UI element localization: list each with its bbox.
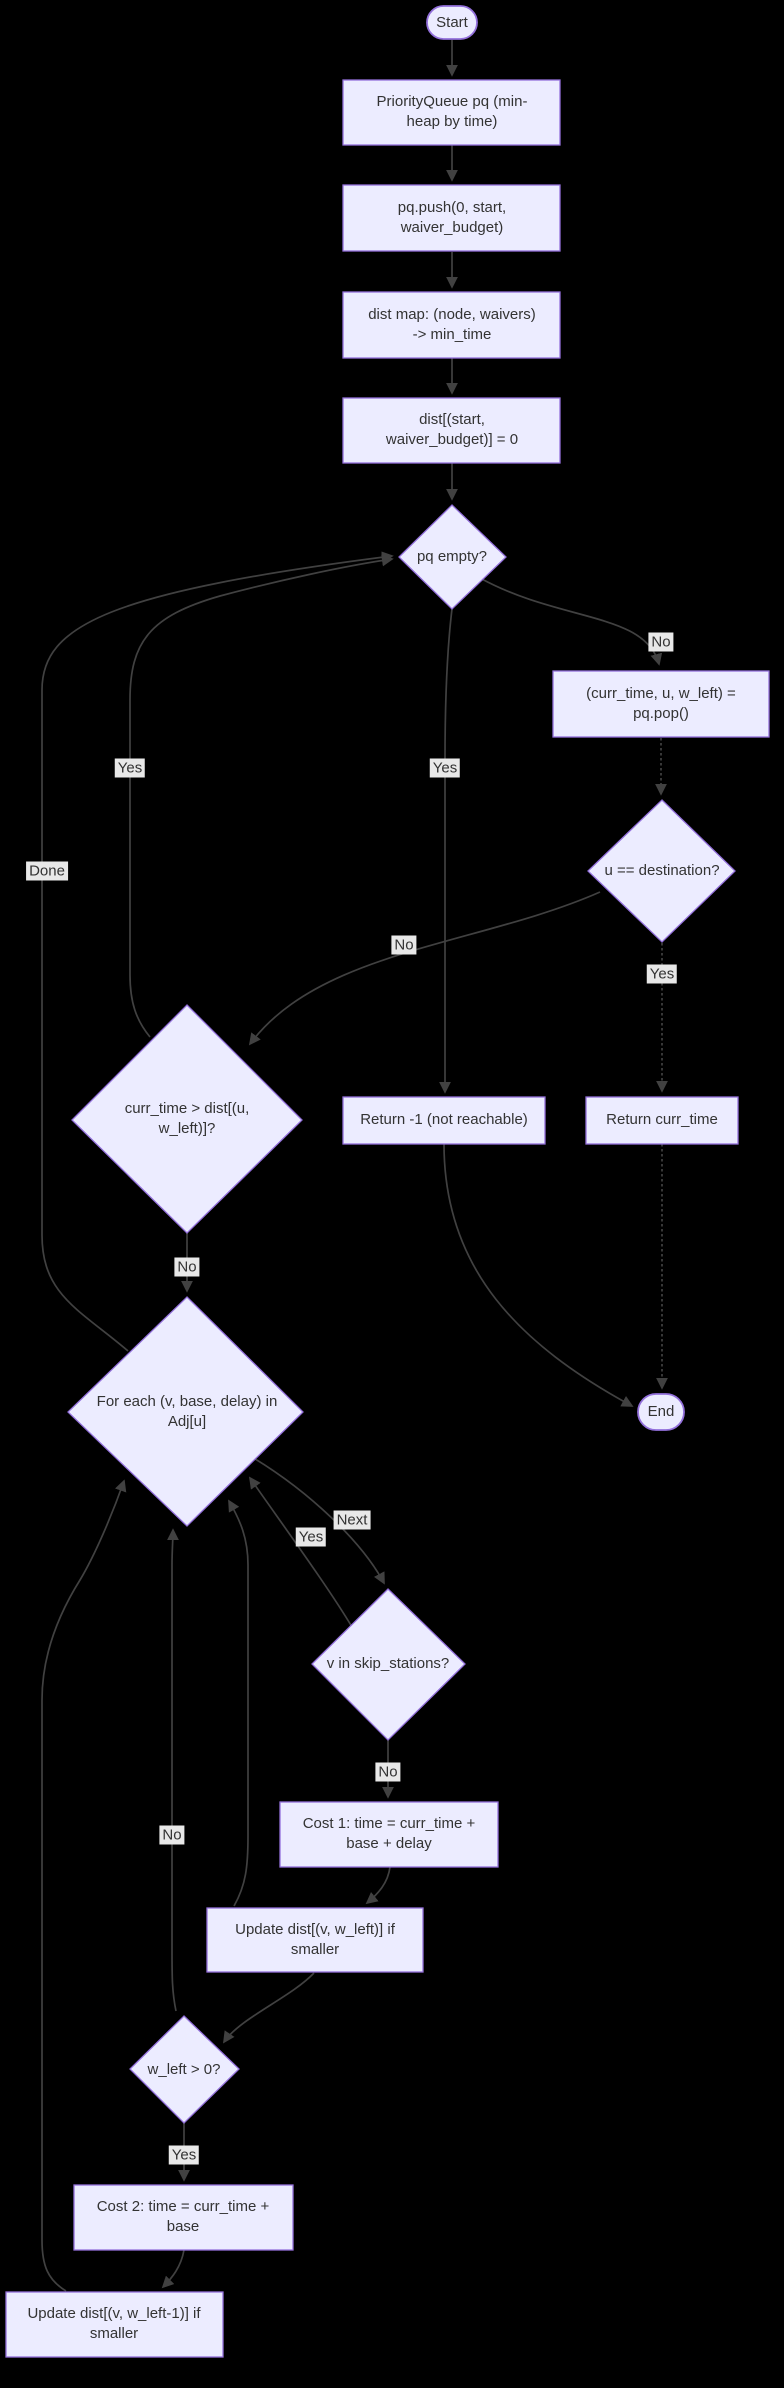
edge-label-done: Done	[26, 861, 68, 881]
edge-update1-foreach	[228, 1499, 249, 1907]
node-start-shape	[426, 5, 478, 40]
node-end-shape	[637, 1393, 685, 1431]
edge-label-dest-no: No	[391, 935, 417, 955]
edge-label-dest-yes: Yes	[646, 964, 678, 984]
node-pop-label: (curr_time, u, w_left) = pq.pop()	[586, 685, 736, 722]
edge-destcheck-no-stalecheck	[248, 891, 601, 1046]
node-return-not-reachable-label: Return -1 (not reachable)	[360, 1111, 528, 1128]
edge-returnneg1-end	[443, 1143, 634, 1407]
node-stale-check-shape	[71, 1004, 303, 1234]
edge-skipcheck-yes-foreach	[248, 1476, 353, 1628]
edge-label-foreach-next: Next	[333, 1510, 371, 1530]
edge-wleftcheck-no-foreach	[167, 1528, 179, 2012]
edge-update1-wleftcheck	[223, 1972, 315, 2044]
node-wleft-check-shape	[129, 2015, 240, 2124]
node-cost2-shape	[73, 2184, 294, 2251]
node-dest-check-label: u == destination?	[604, 862, 720, 879]
edge-label-skip-yes: Yes	[295, 1527, 327, 1547]
node-dist-init-shape	[342, 397, 561, 464]
node-dist-map-shape	[342, 291, 561, 359]
edge-label-stale-no: No	[174, 1257, 200, 1277]
edge-label-pq-no: No	[648, 632, 674, 652]
edge-stalecheck-yes-pqempty	[129, 554, 394, 1038]
node-update-waiver-shape	[5, 2291, 224, 2358]
node-return-not-reachable-shape	[342, 1096, 546, 1145]
node-push-shape	[342, 184, 561, 252]
node-push-label: pq.push(0, start, waiver_budget)	[397, 199, 507, 236]
node-dist-init-label: dist[(start, waiver_budget)] = 0	[385, 411, 519, 448]
edge-label-wleft-yes: Yes	[168, 2145, 200, 2165]
edge-update2-foreach	[41, 1479, 127, 2292]
edge-cost1-update1	[365, 1866, 391, 1905]
edge-label-stale-yes: Yes	[114, 758, 146, 778]
node-update-waiver-label: Update dist[(v, w_left-1)] if smaller	[27, 2305, 201, 2342]
node-return-curr-label: Return curr_time	[606, 1111, 718, 1128]
node-update-no-waiver-shape	[206, 1907, 424, 1973]
edge-label-pq-yes: Yes	[429, 758, 461, 778]
node-skip-check-shape	[311, 1588, 466, 1741]
edge-foreach-next-skipcheck	[251, 1456, 385, 1585]
edge-cost2-update2	[161, 2249, 185, 2289]
node-skip-check-label: v in skip_stations?	[326, 1655, 450, 1672]
node-return-curr-shape	[585, 1096, 739, 1145]
edge-label-wleft-no: No	[159, 1825, 185, 1845]
node-for-each-shape	[67, 1296, 304, 1527]
node-end-label: End	[647, 1403, 675, 1420]
edge-pqempty-no-pop	[479, 577, 663, 666]
node-stale-check-label: curr_time > dist[(u, w_left)]?	[124, 1100, 250, 1137]
node-cost1-shape	[279, 1801, 499, 1868]
node-dist-map-label: dist map: (node, waivers) -> min_time	[368, 306, 536, 343]
node-update-no-waiver-label: Update dist[(v, w_left)] if smaller	[235, 1921, 395, 1958]
node-init-pq-shape	[342, 79, 561, 146]
node-init-pq-label: PriorityQueue pq (min-heap by time)	[376, 93, 528, 130]
node-pq-empty-label: pq empty?	[416, 548, 488, 565]
node-start-label: Start	[436, 14, 468, 31]
node-pq-empty-shape	[398, 504, 507, 610]
edge-pqempty-yes-returnneg1	[439, 608, 453, 1094]
node-for-each-label: For each (v, base, delay) in Adj[u]	[96, 1393, 278, 1430]
edge-label-skip-no: No	[375, 1762, 401, 1782]
node-wleft-check-label: w_left > 0?	[147, 2061, 221, 2078]
node-pop-shape	[552, 670, 770, 738]
node-dest-check-shape	[587, 799, 736, 943]
edge-foreach-done-pqempty	[41, 551, 394, 1352]
node-cost2-label: Cost 2: time = curr_time + base	[96, 2198, 270, 2235]
node-cost1-label: Cost 1: time = curr_time + base + delay	[302, 1815, 476, 1852]
